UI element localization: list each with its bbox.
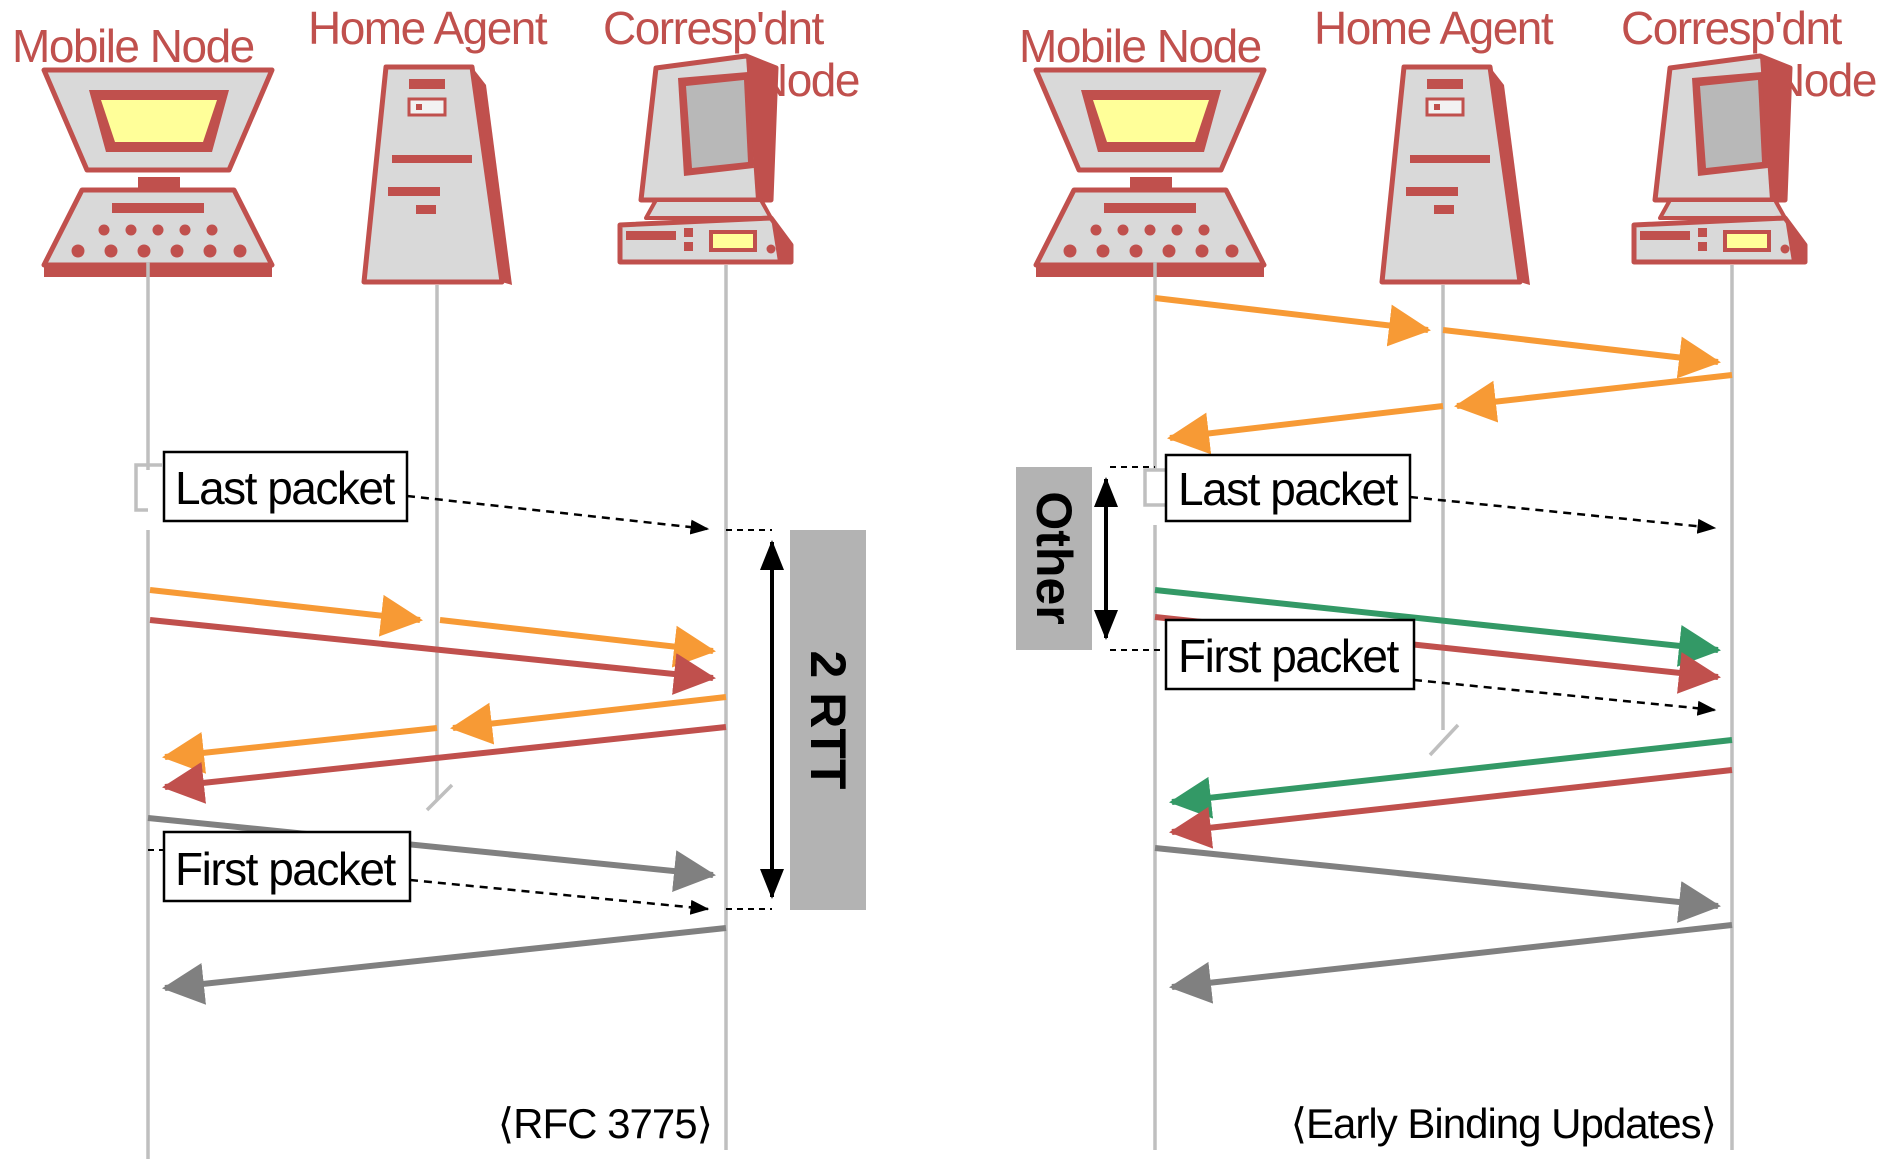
left-panel-rfc3775: Mobile Node Home Agent Corresp'dnt Node … xyxy=(11,1,866,1159)
right-last-packet-box xyxy=(1164,453,1412,523)
left-orange-arrow-ha-to-mn xyxy=(162,725,438,774)
right-other-bar xyxy=(1016,467,1092,650)
left-caption: ⟨RFC 3775⟩ xyxy=(498,1100,712,1147)
right-other-label: Other xyxy=(1026,491,1082,624)
left-last-packet-box xyxy=(162,450,409,523)
right-ha-lifeline-cut xyxy=(1428,723,1460,757)
right-first-packet-label: First packet xyxy=(1178,630,1399,682)
left-rtt-bar xyxy=(790,530,866,910)
right-green-arrow-mn-to-cn xyxy=(1154,587,1721,667)
tower-computer-icon xyxy=(1382,67,1530,285)
right-caption: ⟨Early Binding Updates⟩ xyxy=(1291,1100,1716,1147)
left-last-packet-arrow xyxy=(406,494,710,535)
left-correspondent-title-line1: Corresp'dnt xyxy=(603,2,825,54)
tower-computer-icon xyxy=(364,67,512,285)
desktop-computer-icon xyxy=(620,56,791,262)
left-ha-lifeline-cut xyxy=(425,783,454,812)
right-correspondent-title-line1: Corresp'dnt xyxy=(1621,2,1843,54)
right-first-packet-arrow xyxy=(1413,678,1717,716)
right-mn-lifeline-break xyxy=(1143,468,1168,507)
left-first-packet-box xyxy=(162,830,412,903)
left-red-arrow-cn-to-mn xyxy=(162,724,727,804)
laptop-icon xyxy=(1036,70,1264,277)
laptop-icon xyxy=(44,70,272,277)
right-orange-arrow-ha-to-cn xyxy=(1442,327,1721,379)
right-red-arrow-cn-to-mn xyxy=(1169,767,1733,849)
left-orange-arrow-mn-to-ha xyxy=(149,587,423,637)
left-orange-arrow-cn-to-ha xyxy=(450,694,727,745)
right-first-packet-box xyxy=(1164,618,1416,691)
left-last-packet-label: Last packet xyxy=(175,462,395,514)
right-gray-arrow-mn-to-cn xyxy=(1154,845,1721,923)
left-gray-arrow-mn-to-cn xyxy=(147,815,716,892)
right-orange-arrow-cn-to-ha xyxy=(1454,372,1733,423)
left-first-packet-arrow xyxy=(409,878,710,915)
right-green-arrow-cn-to-mn xyxy=(1169,737,1733,819)
left-home-agent-title: Home Agent xyxy=(308,2,548,54)
right-panel-early-binding-updates: Mobile Node Home Agent Corresp'dnt Node … xyxy=(1016,1,1878,1150)
right-last-packet-label: Last packet xyxy=(1178,463,1398,515)
right-last-packet-arrow xyxy=(1409,495,1717,534)
right-orange-arrow-mn-to-ha xyxy=(1154,295,1431,347)
left-rtt-label: 2 RTT xyxy=(800,651,856,790)
desktop-computer-icon xyxy=(1634,56,1805,262)
left-first-packet-label: First packet xyxy=(175,843,396,895)
left-orange-arrow-ha-to-cn xyxy=(439,617,716,668)
right-gray-arrow-cn-to-mn xyxy=(1169,922,1733,1004)
left-mn-lifeline-break xyxy=(134,463,162,512)
right-home-agent-title: Home Agent xyxy=(1314,2,1554,54)
left-red-arrow-mn-to-cn xyxy=(149,617,716,695)
left-gray-arrow-cn-to-mn xyxy=(162,925,727,1005)
right-orange-arrow-ha-to-mn xyxy=(1167,403,1444,455)
left-mobile-node-title: Mobile Node xyxy=(12,20,254,72)
right-mobile-node-title: Mobile Node xyxy=(1019,20,1261,72)
